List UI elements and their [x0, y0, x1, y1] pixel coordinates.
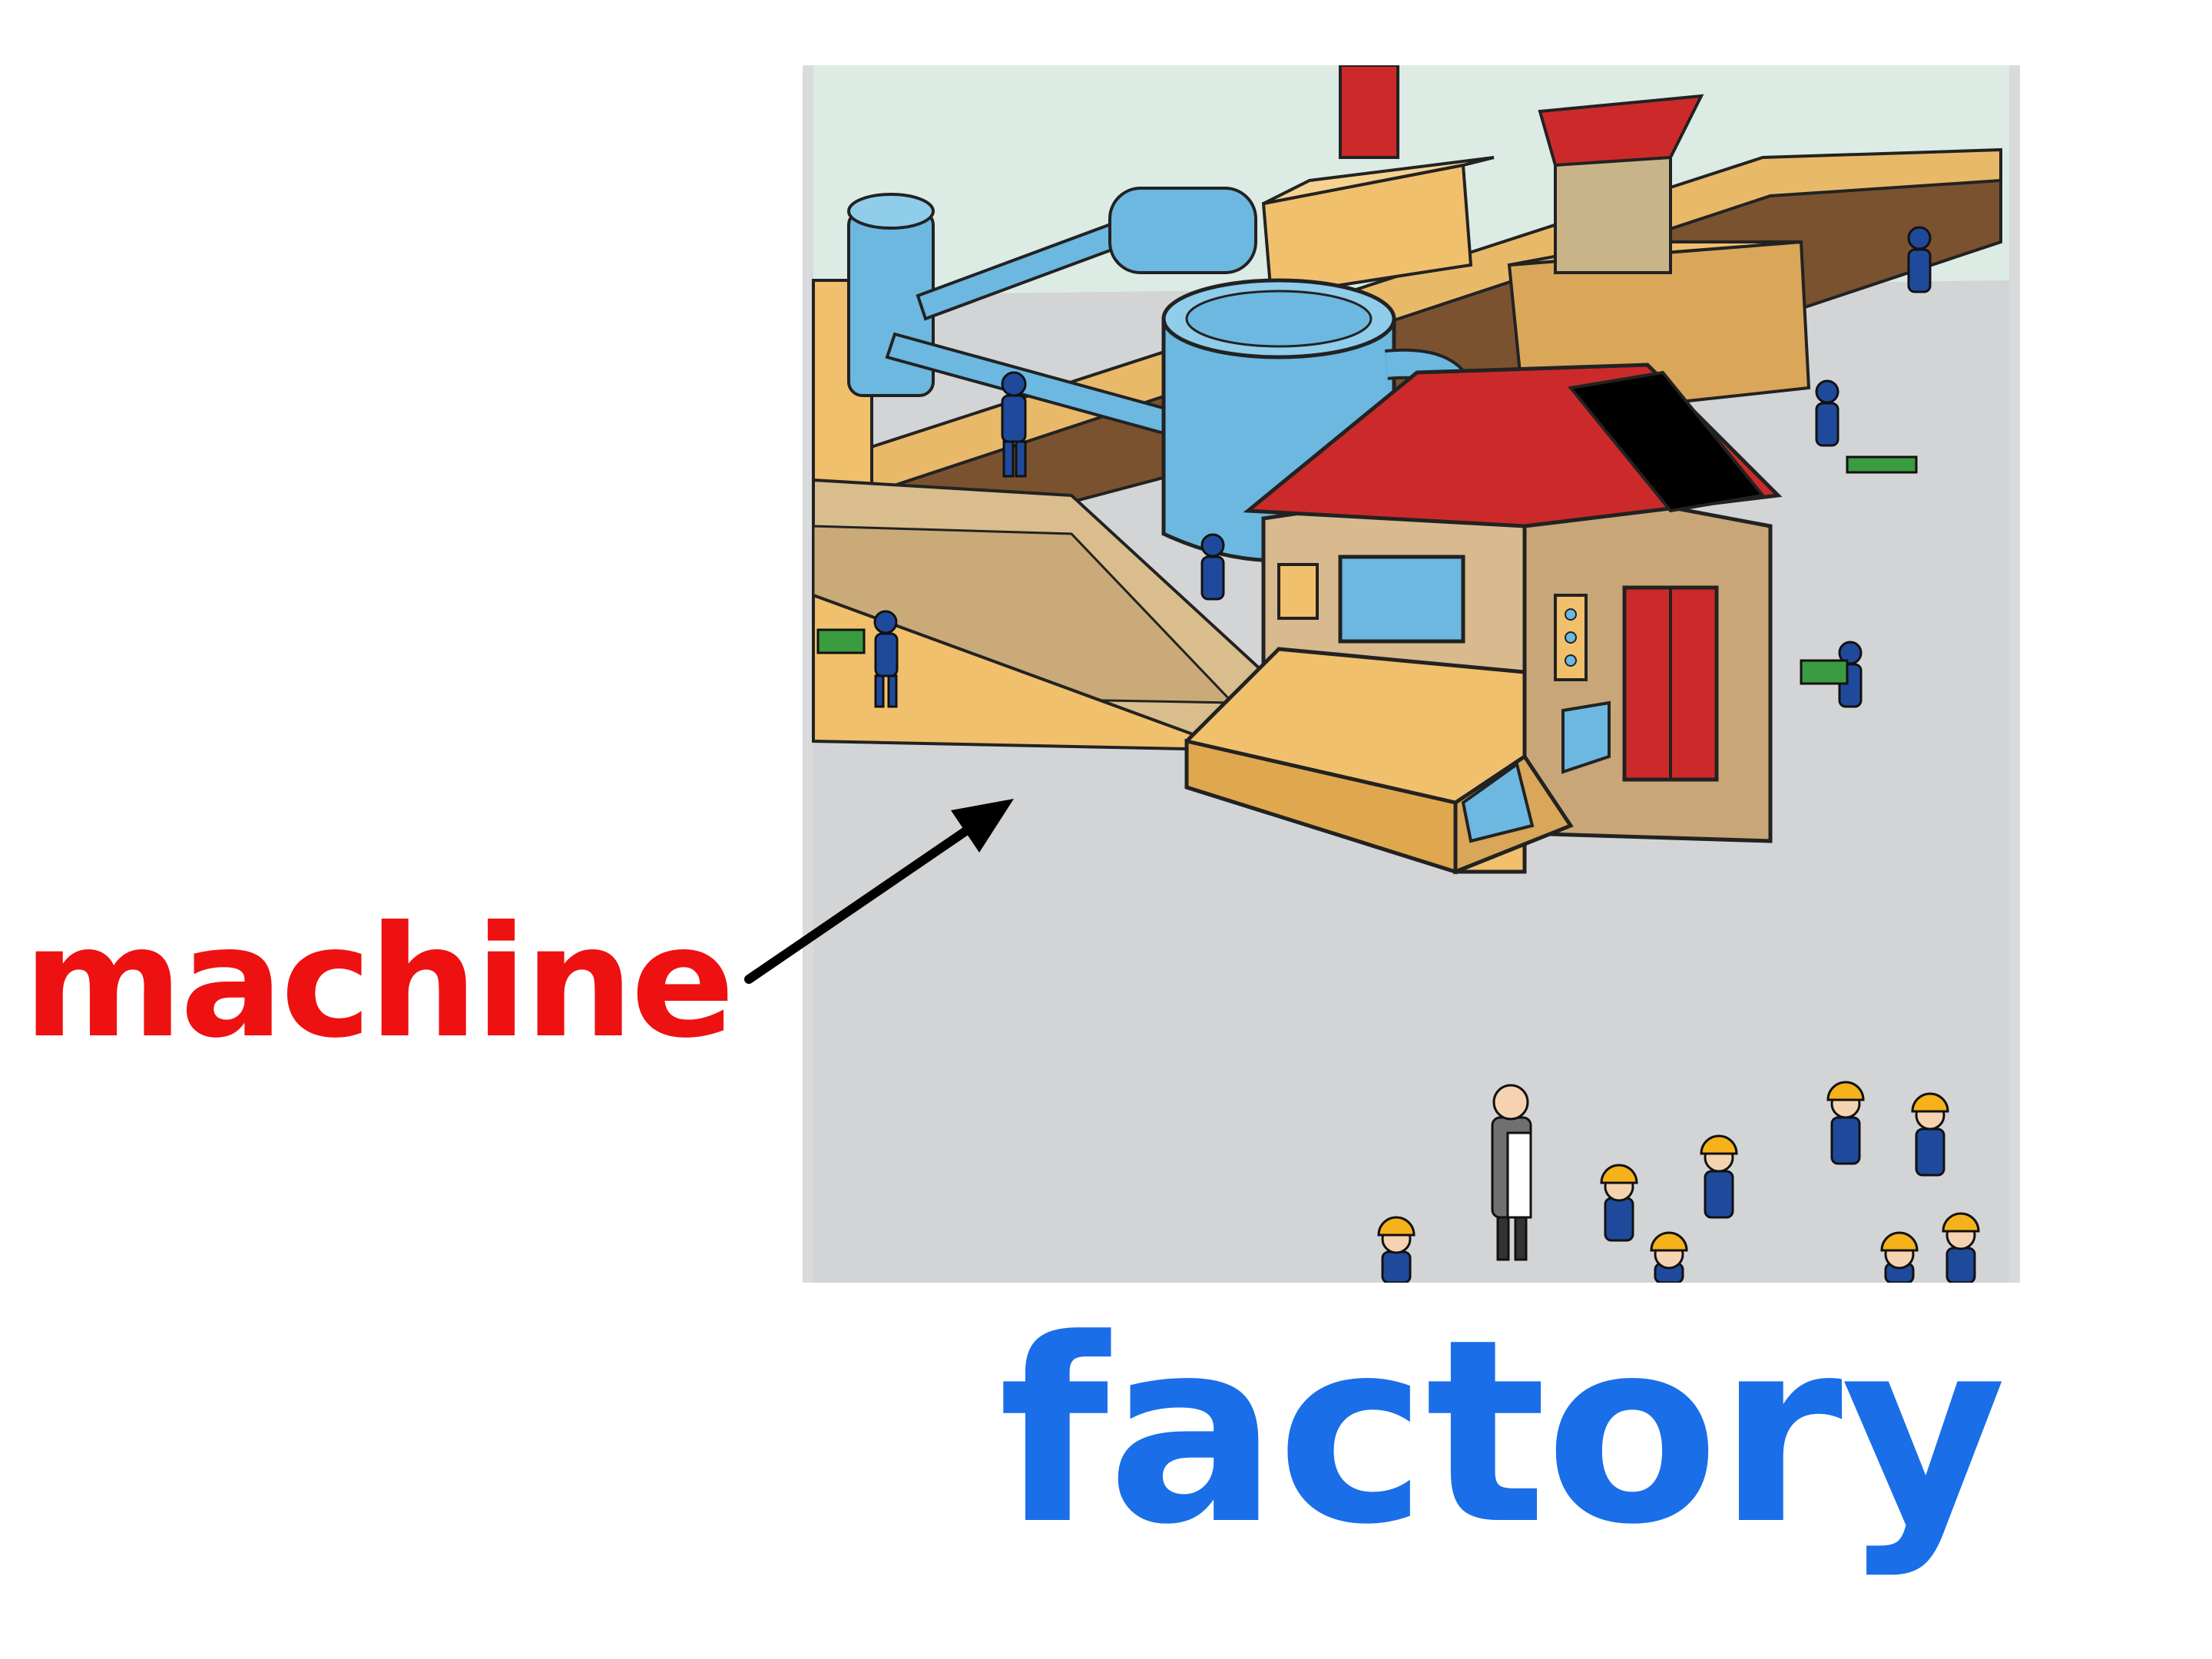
- factory-label: factory: [998, 1285, 2006, 1580]
- factory-illustration: [803, 65, 2020, 1283]
- machine-label: machine: [23, 893, 735, 1072]
